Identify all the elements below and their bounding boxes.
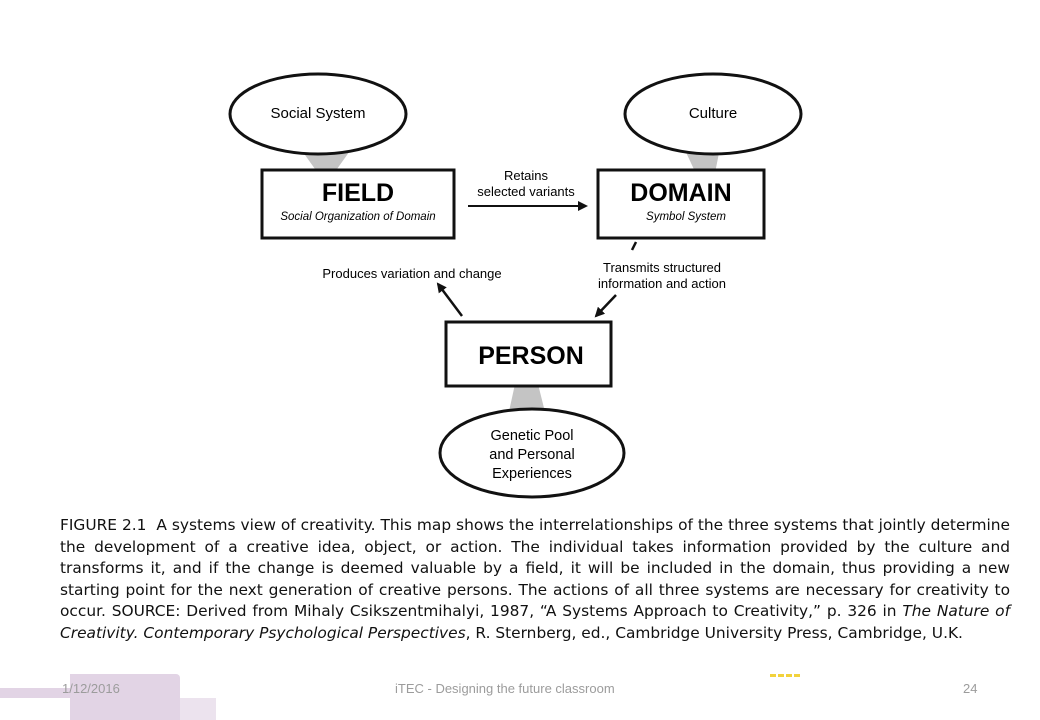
- social-system-label: Social System: [270, 105, 365, 122]
- person-to-field-label: Produces variation and change: [322, 266, 501, 281]
- genetic-pool-label-line-1: Genetic Pool: [490, 428, 573, 444]
- figure-caption-tail: , R. Sternberg, ed., Cambridge Universit…: [465, 623, 963, 642]
- genetic-pool-node: Genetic Pool and Personal Experiences: [438, 407, 626, 499]
- domain-title: DOMAIN: [630, 179, 731, 207]
- figure-caption-body: A systems view of creativity. This map s…: [60, 516, 1010, 621]
- footer-title: iTEC - Designing the future classroom: [395, 681, 615, 696]
- domain-subtitle: Symbol System: [646, 211, 726, 223]
- footer-date: 1/12/2016: [62, 681, 120, 696]
- decorative-yellow-mark: [770, 674, 800, 685]
- figure-caption-lead: FIGURE 2.1: [60, 516, 147, 534]
- figure-caption: FIGURE 2.1 A systems view of creativity.…: [60, 515, 1010, 645]
- domain-to-person-label-line-2: information and action: [598, 276, 726, 291]
- decorative-block-left: [70, 674, 180, 720]
- genetic-pool-label-line-3: Experiences: [492, 466, 572, 482]
- person-node: PERSON: [444, 320, 613, 388]
- field-subtitle: Social Organization of Domain: [280, 211, 435, 223]
- systems-view-diagram: Social System Culture Genetic Pool and P…: [228, 72, 803, 499]
- person-title: PERSON: [478, 342, 584, 370]
- field-to-domain-label-line-2: selected variants: [477, 184, 575, 199]
- field-to-domain-edge: Retains selected variants: [468, 168, 588, 211]
- culture-node: Culture: [623, 72, 803, 156]
- genetic-pool-label-line-2: and Personal: [489, 447, 574, 463]
- decorative-block-lower: [180, 698, 216, 720]
- figure-caption-book-title: The Nature of Creativity. Contemporary P…: [60, 602, 1010, 642]
- field-title: FIELD: [322, 179, 394, 207]
- field-node: FIELD Social Organization of Domain: [260, 168, 456, 240]
- social-system-node: Social System: [228, 72, 408, 156]
- field-to-domain-label-line-1: Retains: [504, 168, 549, 183]
- decorative-bar-left: [0, 688, 70, 698]
- domain-node: DOMAIN Symbol System: [596, 168, 766, 240]
- culture-label: Culture: [689, 105, 737, 122]
- person-to-field-edge: Produces variation and change: [322, 266, 502, 317]
- footer-page-number: 24: [963, 681, 978, 696]
- domain-to-person-edge: Transmits structured information and act…: [594, 241, 726, 318]
- domain-to-person-label-line-1: Transmits structured: [603, 260, 721, 275]
